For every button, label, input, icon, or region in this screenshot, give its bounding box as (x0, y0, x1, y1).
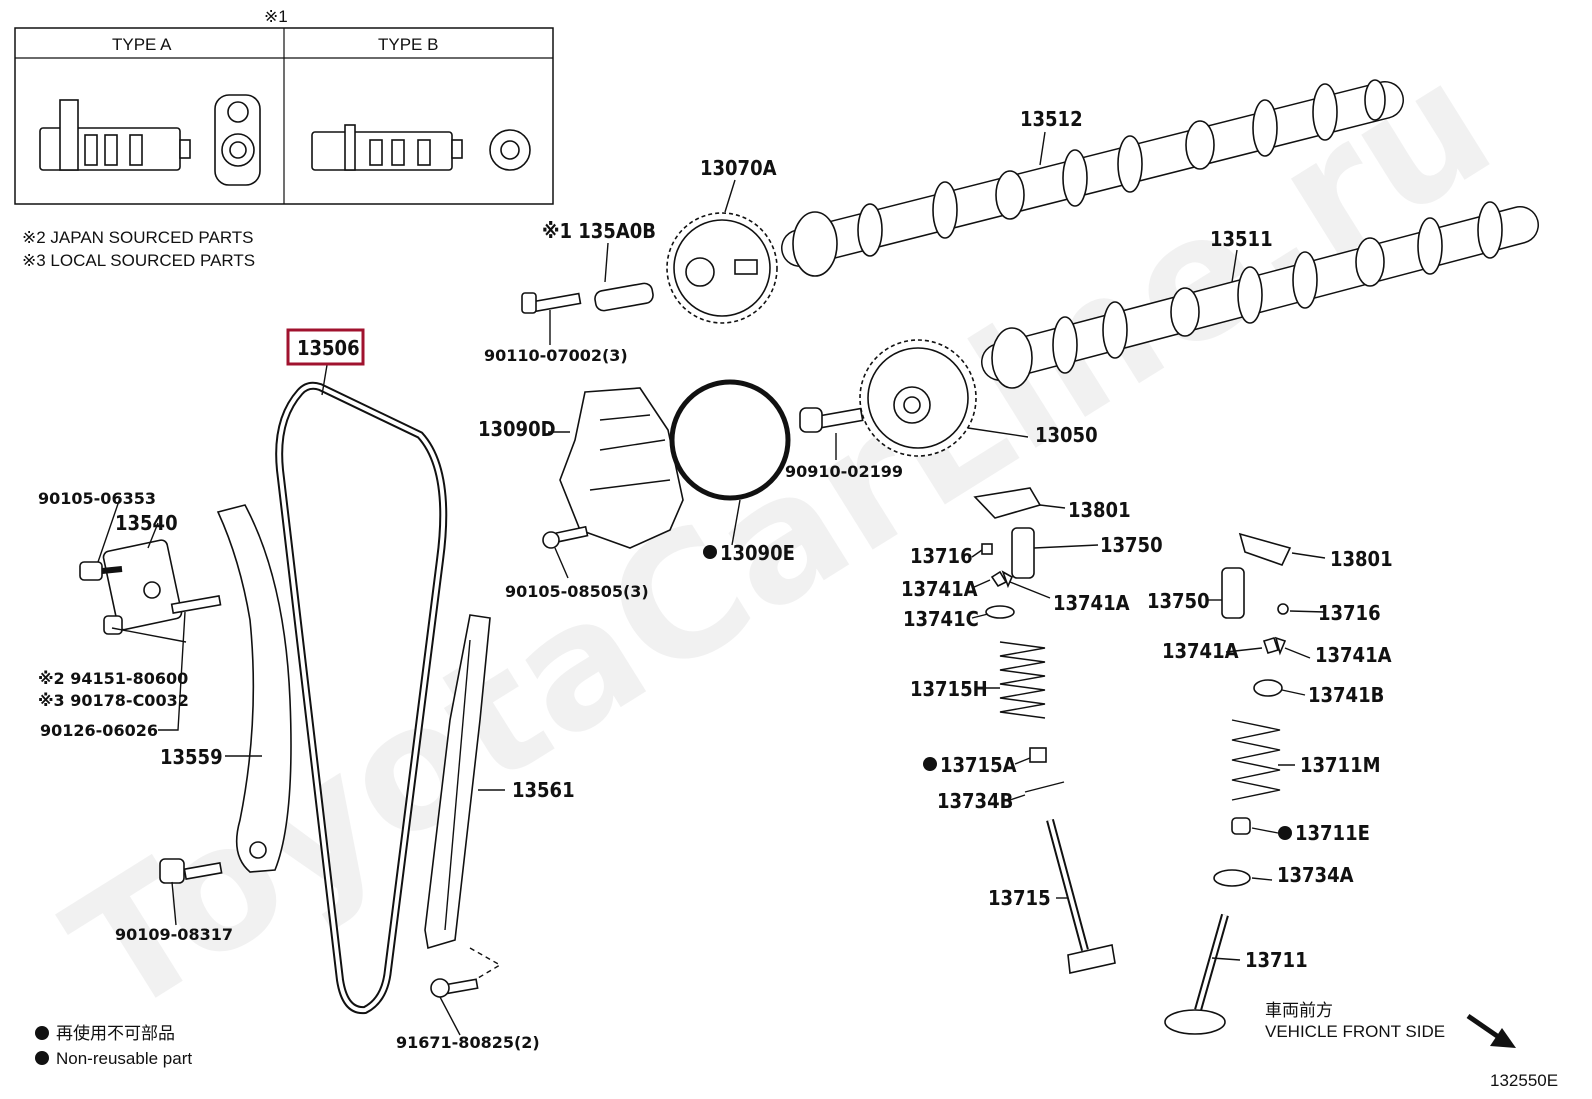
front-direction-arrow-icon (1466, 1013, 1516, 1048)
label-13734B[interactable]: 13734B (937, 789, 1013, 813)
oil-control-valve-type-b (311, 124, 531, 171)
label-13512[interactable]: 13512 (1020, 107, 1083, 131)
note-japan-sourced: ※2 JAPAN SOURCED PARTS (22, 228, 254, 247)
label-90178-C0032[interactable]: ※3 90178-C0032 (38, 691, 189, 710)
label-13715[interactable]: 13715 (988, 886, 1051, 910)
valve-stem-cap-13716-b[interactable] (1277, 603, 1289, 615)
nonreusable-dot-13711E (1278, 826, 1292, 840)
timing-chain-13506[interactable] (275, 381, 448, 1015)
label-13741A-d[interactable]: 13741A (1315, 643, 1392, 667)
chain-tensioner-slipper-13559[interactable] (216, 504, 292, 873)
legend-nonreusable-jp: 再使用不可部品 (56, 1023, 175, 1043)
label-13741A-c[interactable]: 13741A (1162, 639, 1239, 663)
label-90110-07002[interactable]: 90110-07002(3) (484, 346, 628, 365)
nonreusable-dot-legend-en (35, 1051, 49, 1065)
gasket-13090E[interactable] (669, 379, 791, 501)
chain-vibration-damper-13561[interactable] (424, 614, 491, 950)
cam-timing-gear-13050[interactable] (859, 339, 977, 457)
exhaust-valve-13715[interactable] (1046, 818, 1116, 974)
front-side-en: VEHICLE FRONT SIDE (1265, 1022, 1445, 1041)
label-13716-a[interactable]: 13716 (910, 544, 973, 568)
label-13070A[interactable]: 13070A (700, 156, 777, 180)
label-13801-b[interactable]: 13801 (1330, 547, 1393, 571)
label-90105-08505[interactable]: 90105-08505(3) (505, 582, 649, 601)
label-13711M[interactable]: 13711M (1300, 753, 1381, 777)
nut-94151-80600[interactable] (103, 615, 123, 635)
spring-seat-13741B[interactable] (1253, 679, 1283, 697)
label-13715A[interactable]: 13715A (940, 753, 1017, 777)
label-13716-b[interactable]: 13716 (1318, 601, 1381, 625)
valve-stem-cap-13716-a[interactable] (981, 543, 993, 555)
bolt-91671-80825[interactable] (430, 947, 502, 998)
label-90105-06353[interactable]: 90105-06353 (38, 489, 156, 508)
rocker-arm-13801-b[interactable] (1238, 532, 1292, 566)
leader-lines (97, 131, 1326, 1036)
type-box-marker: ※1 (264, 7, 288, 26)
lash-adjuster-13750-a[interactable] (1011, 527, 1035, 579)
label-13540[interactable]: 13540 (115, 511, 178, 535)
valve-stem-seal-13715A[interactable] (1029, 747, 1047, 763)
cam-timing-gear-13070A[interactable] (666, 212, 778, 324)
intake-valve-13711[interactable] (1164, 913, 1229, 1035)
label-13090D[interactable]: 13090D (478, 417, 556, 441)
oil-control-valve-type-a (39, 94, 261, 186)
valve-keeper-13741A-a[interactable] (990, 570, 1014, 589)
spring-retainer-13741C[interactable] (985, 605, 1015, 619)
bolt-90109-08317[interactable] (159, 858, 223, 884)
label-135A0B[interactable]: ※1 135A0B (542, 219, 656, 243)
stud-90126-06026[interactable] (170, 594, 222, 615)
label-13741C[interactable]: 13741C (903, 607, 979, 631)
valve-keeper-13741A-b[interactable] (1262, 636, 1287, 656)
valve-spring-13715H[interactable] (999, 641, 1046, 719)
bolt-90110-07002[interactable] (521, 292, 582, 314)
note-local-sourced: ※3 LOCAL SOURCED PARTS (22, 251, 255, 270)
type-legend-box: ※1 TYPE A TYPE B (14, 7, 554, 205)
label-13711E[interactable]: 13711E (1295, 821, 1370, 845)
type-a-label: TYPE A (112, 35, 172, 54)
legend-nonreusable-en: Non-reusable part (56, 1049, 192, 1068)
timing-cover-13090D[interactable] (559, 387, 684, 549)
valve-stem-seal-13711E[interactable] (1231, 817, 1251, 835)
label-13750-b[interactable]: 13750 (1147, 589, 1210, 613)
chain-tensioner-13540[interactable] (102, 539, 183, 631)
bolt-90105-08505[interactable] (542, 525, 589, 549)
label-13559[interactable]: 13559 (160, 745, 223, 769)
label-13506[interactable]: 13506 (297, 336, 360, 360)
bolt-90105-06353[interactable] (79, 561, 123, 581)
label-13750-a[interactable]: 13750 (1100, 533, 1163, 557)
label-13511[interactable]: 13511 (1210, 227, 1273, 251)
highlight-box-13506 (286, 328, 365, 366)
nonreusable-dot-13090E (703, 545, 717, 559)
lash-adjuster-13750-b[interactable] (1221, 567, 1245, 619)
label-94151-80600[interactable]: ※2 94151-80600 (38, 669, 188, 688)
label-13050[interactable]: 13050 (1035, 423, 1098, 447)
bolt-90910-02199[interactable] (799, 407, 864, 433)
label-13734A[interactable]: 13734A (1277, 863, 1354, 887)
label-90109-08317[interactable]: 90109-08317 (115, 925, 233, 944)
nonreusable-dot-13715A (923, 757, 937, 771)
valve-shim-13734B[interactable] (1024, 781, 1065, 793)
intake-camshaft-13511[interactable] (981, 201, 1539, 389)
exhaust-camshaft-13512[interactable] (781, 79, 1404, 277)
label-13561[interactable]: 13561 (512, 778, 575, 802)
label-13741A-b[interactable]: 13741A (1053, 591, 1130, 615)
front-side-jp: 車両前方 (1265, 1001, 1333, 1020)
nonreusable-dot-legend-jp (35, 1026, 49, 1040)
diagram-code: 132550E (1490, 1071, 1558, 1090)
valve-shim-13734A[interactable] (1213, 869, 1251, 887)
label-13090E[interactable]: 13090E (720, 541, 795, 565)
type-b-label: TYPE B (378, 35, 438, 54)
label-13741A-a[interactable]: 13741A (901, 577, 978, 601)
label-13741B[interactable]: 13741B (1308, 683, 1384, 707)
label-13715H[interactable]: 13715H (910, 677, 988, 701)
valve-spring-13711M[interactable] (1231, 719, 1281, 801)
oil-control-valve-135A0B[interactable] (594, 282, 655, 312)
label-90126-06026[interactable]: 90126-06026 (40, 721, 158, 740)
label-13801-a[interactable]: 13801 (1068, 498, 1131, 522)
label-91671-80825[interactable]: 91671-80825(2) (396, 1033, 540, 1052)
label-13711[interactable]: 13711 (1245, 948, 1308, 972)
label-90910-02199[interactable]: 90910-02199 (785, 462, 903, 481)
